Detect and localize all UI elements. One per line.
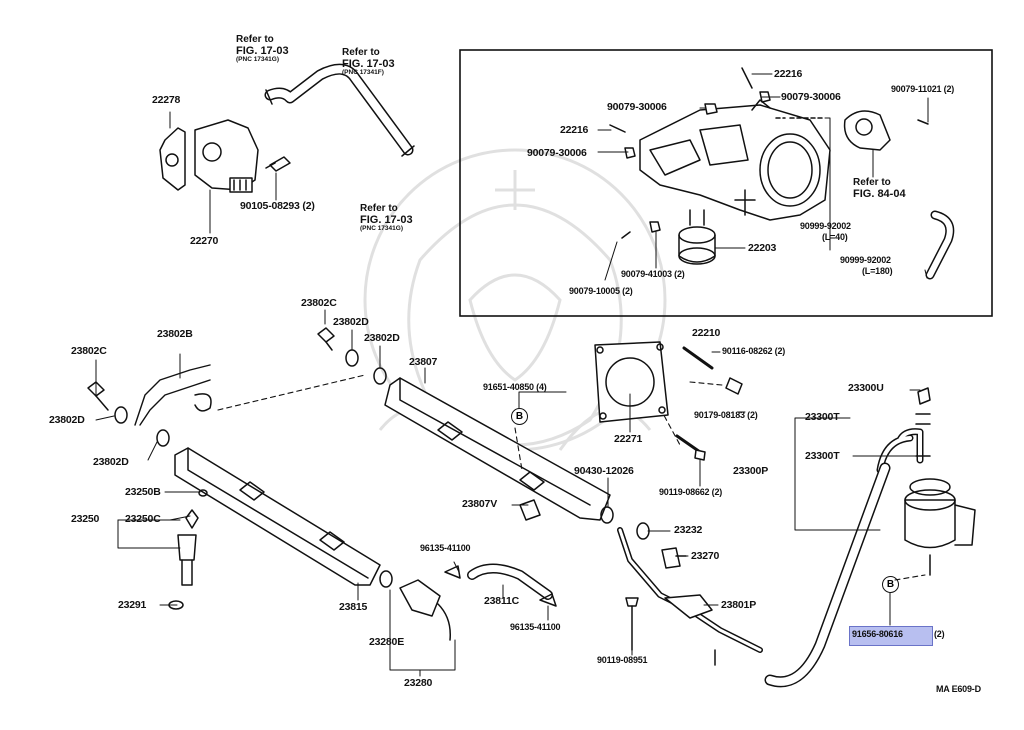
reference-note-3[interactable]: Refer to FIG. 17-03 (PNC 17341G): [360, 203, 413, 233]
small-bolts-inset: [609, 67, 929, 239]
pressure-regulator: [904, 478, 976, 576]
part-label-90430-12026[interactable]: 90430-12026: [574, 465, 634, 477]
ref-3-line-a: Refer to: [360, 203, 398, 214]
part-label-90999-92002-l180[interactable]: 90999-92002: [840, 255, 891, 265]
part-label-91656-qty: (2): [934, 629, 945, 639]
part-label-23300U[interactable]: 23300U: [848, 382, 884, 394]
part-label-96135-41100-lower[interactable]: 96135-41100: [510, 622, 561, 632]
dashpot-22203: [678, 209, 716, 265]
part-label-90079-10005[interactable]: 90079-10005 (2): [569, 286, 633, 296]
callout-lines: [95, 73, 929, 677]
fuel-delivery-pipe-23815: [174, 447, 381, 586]
part-label-96135-41100-upper[interactable]: 96135-41100: [420, 543, 471, 553]
injector-23280: [399, 579, 451, 641]
part-label-22216-top[interactable]: 22216: [774, 68, 803, 80]
pulsation-damper-23270: [661, 547, 687, 569]
part-label-90079-30006-left[interactable]: 90079-30006: [607, 101, 667, 113]
ref-1-line-a: Refer to: [236, 34, 274, 45]
part-label-23811C[interactable]: 23811C: [484, 595, 520, 607]
part-label-23250B[interactable]: 23250B: [125, 486, 161, 498]
marker-b-upper: B: [511, 408, 528, 425]
part-label-23232[interactable]: 23232: [674, 524, 703, 536]
hose-clamps-23300: [915, 387, 931, 457]
idle-air-control-valve: [159, 119, 259, 193]
part-label-22270[interactable]: 22270: [190, 235, 219, 247]
part-label-l40: (L=40): [822, 232, 848, 242]
part-label-23802B[interactable]: 23802B: [157, 328, 193, 340]
fuel-delivery-pipe-23807: [384, 377, 611, 521]
assembly-lines: [217, 374, 926, 581]
part-label-23802D-left[interactable]: 23802D: [49, 414, 85, 426]
cushion-23807V: [519, 499, 541, 521]
part-label-23815[interactable]: 23815: [339, 601, 368, 613]
hose-90999-180: [925, 210, 955, 280]
part-label-22278[interactable]: 22278: [152, 94, 181, 106]
part-label-90079-11021[interactable]: 90079-11021 (2): [891, 84, 955, 94]
marker-b-lower: B: [882, 576, 899, 593]
ref-4-line-a: Refer to: [853, 177, 891, 188]
fuel-pipe-23801P: [617, 527, 763, 666]
part-label-90105-08293[interactable]: 90105-08293 (2): [240, 200, 315, 212]
part-label-23280[interactable]: 23280: [404, 677, 433, 689]
diagram-code: MA E609-D: [936, 684, 981, 694]
part-label-23807V[interactable]: 23807V: [462, 498, 498, 510]
highlight-box: [849, 626, 933, 646]
reference-note-1[interactable]: Refer to FIG. 17-03 (PNC 17341G): [236, 34, 289, 64]
part-label-23300T-lower[interactable]: 23300T: [805, 450, 840, 462]
injector-23250: [168, 489, 208, 610]
part-label-90116-08262[interactable]: 90116-08262 (2): [722, 346, 786, 356]
throttle-position-sensor: [843, 110, 891, 151]
inset-frame: [459, 49, 993, 317]
gasket-22271: [594, 341, 669, 423]
part-label-23300T-upper[interactable]: 23300T: [805, 411, 840, 423]
part-label-23270[interactable]: 23270: [691, 550, 720, 562]
part-label-90079-30006-right[interactable]: 90079-30006: [781, 91, 841, 103]
part-label-l180: (L=180): [862, 266, 893, 276]
part-label-90079-30006-lower[interactable]: 90079-30006: [527, 147, 587, 159]
part-label-23250C[interactable]: 23250C: [125, 513, 161, 525]
ref-2-line-b: FIG. 17-03: [342, 57, 395, 70]
part-label-23802C-left[interactable]: 23802C: [71, 345, 107, 357]
part-label-23802D-top2[interactable]: 23802D: [364, 332, 400, 344]
part-label-90079-41003[interactable]: 90079-41003 (2): [621, 269, 685, 279]
part-label-90119-08662[interactable]: 90119-08662 (2): [659, 487, 723, 497]
ref-3-line-c: (PNC 17341G): [360, 225, 403, 233]
throttle-body: [639, 99, 831, 221]
part-label-23802D-left2[interactable]: 23802D: [93, 456, 129, 468]
part-label-22210[interactable]: 22210: [692, 327, 721, 339]
bolt-90119-08951: [625, 597, 639, 651]
part-label-22216-left[interactable]: 22216: [560, 124, 589, 136]
reference-note-2[interactable]: Refer to FIG. 17-03 (PNC 17341F): [342, 47, 395, 77]
part-label-23280E[interactable]: 23280E: [369, 636, 405, 648]
part-label-90999-92002-l40[interactable]: 90999-92002: [800, 221, 851, 231]
part-label-23802C-top[interactable]: 23802C: [301, 297, 337, 309]
reference-note-4[interactable]: Refer to FIG. 84-04: [853, 177, 906, 200]
part-label-22271[interactable]: 22271: [614, 433, 643, 445]
part-label-23300P[interactable]: 23300P: [733, 465, 769, 477]
part-label-22203[interactable]: 22203: [748, 242, 777, 254]
part-label-23291[interactable]: 23291: [118, 599, 147, 611]
part-label-91651-40850[interactable]: 91651-40850 (4): [483, 382, 547, 392]
studs-bolts-center: [675, 346, 743, 461]
ref-2-line-c: (PNC 17341F): [342, 69, 384, 77]
part-label-90179-08183[interactable]: 90179-08183 (2): [694, 410, 758, 420]
bolt-90105: [265, 156, 291, 172]
part-label-91656-80616[interactable]: 91656-80616: [852, 629, 903, 639]
ref-4-line-b: FIG. 84-04: [853, 187, 906, 200]
fuel-hose-23300T: [764, 428, 924, 688]
part-label-23250[interactable]: 23250: [71, 513, 100, 525]
ref-3-line-b: FIG. 17-03: [360, 213, 413, 226]
part-label-23802D-top[interactable]: 23802D: [333, 316, 369, 328]
part-label-23807[interactable]: 23807: [409, 356, 438, 368]
ref-1-line-c: (PNC 17341G): [236, 56, 279, 64]
part-label-23801P[interactable]: 23801P: [721, 599, 757, 611]
water-hose-upper: [264, 63, 415, 157]
return-hose-23811C: [444, 563, 557, 607]
ref-1-line-b: FIG. 17-03: [236, 44, 289, 57]
fuel-pipe-23802B: [134, 364, 212, 426]
ref-2-line-a: Refer to: [342, 47, 380, 58]
part-label-90119-08951[interactable]: 90119-08951: [597, 655, 648, 665]
